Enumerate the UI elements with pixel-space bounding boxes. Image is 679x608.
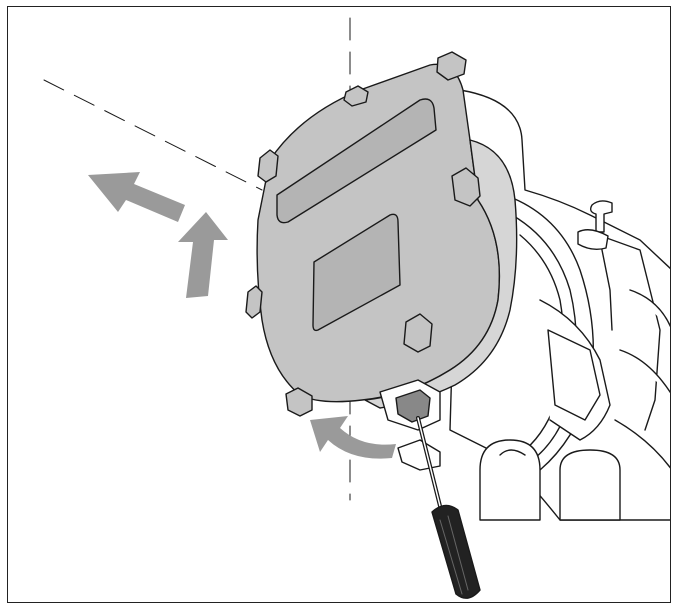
cover-panel-icon (245, 51, 518, 417)
retaining-clip-icon (379, 379, 441, 471)
rotate-arrow-icon (310, 416, 396, 459)
lift-arrow-icon (88, 172, 228, 298)
screwdriver-icon (416, 416, 481, 599)
